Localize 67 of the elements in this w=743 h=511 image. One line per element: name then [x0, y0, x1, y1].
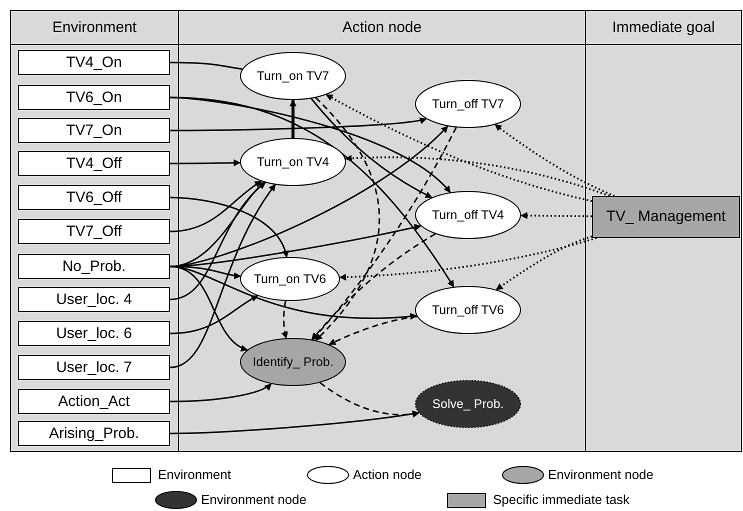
legend-label: Action node: [353, 467, 422, 482]
arrow: [344, 154, 610, 197]
goal-box: TV_ Management: [592, 196, 740, 238]
column-heading: Action node: [342, 19, 422, 37]
action-ellipse: [240, 138, 346, 186]
action-ellipse: [415, 80, 521, 128]
column-heading: Immediate goal: [612, 19, 715, 37]
environment-box: No_Prob.: [18, 254, 170, 279]
arrow: [311, 233, 436, 340]
arrow: [494, 124, 615, 197]
environment-box: User_loc. 7: [18, 355, 170, 380]
arrow: [170, 410, 420, 434]
arrow: [520, 212, 592, 220]
arrow: [315, 97, 380, 341]
arrow: [310, 98, 432, 198]
arrow: [290, 99, 296, 138]
action-ellipse: [415, 191, 521, 239]
environment-box: Action_Act: [18, 389, 170, 414]
environment-box: TV7_Off: [18, 219, 170, 244]
action-ellipse: [415, 380, 521, 428]
arrow: [170, 159, 241, 166]
arrow: [281, 300, 288, 339]
arrow: [312, 127, 457, 340]
legend-label: Environment: [158, 467, 231, 482]
connector-line: [170, 62, 242, 70]
column-panel: [10, 10, 179, 452]
arrow: [170, 295, 258, 334]
arrow: [320, 382, 420, 418]
column-panel: [585, 10, 742, 452]
arrow: [339, 237, 597, 281]
arrow: [170, 116, 427, 132]
arrow: [170, 180, 262, 232]
node-label: Turn_off TV6: [430, 303, 506, 317]
column-panel: [178, 10, 586, 452]
node-label: Turn_off TV4: [430, 208, 506, 222]
action-ellipse: [240, 257, 340, 301]
node-label: Turn_on TV7: [256, 69, 330, 83]
action-ellipse: [240, 338, 346, 386]
environment-box: Arising_Prob.: [18, 421, 170, 446]
node-label: Turn_off TV7: [430, 97, 506, 111]
node-label: Solve_ Prob.: [431, 397, 505, 411]
arrow: [170, 383, 272, 402]
arrow: [170, 196, 288, 258]
arrow: [328, 316, 418, 346]
arrow: [326, 94, 592, 202]
arrow: [170, 184, 276, 368]
environment-box: User_loc. 6: [18, 321, 170, 346]
environment-box: User_loc. 4: [18, 287, 170, 312]
arrow: [170, 126, 448, 268]
action-ellipse: [415, 286, 521, 334]
environment-box: TV6_Off: [18, 185, 170, 210]
arrow: [496, 236, 592, 290]
legend-label: Environment node: [201, 492, 307, 507]
environment-box: TV4_On: [18, 50, 170, 75]
node-label: Turn_on TV4: [256, 155, 330, 169]
arrow: [170, 182, 266, 300]
action-ellipse: [240, 52, 346, 100]
environment-box: TV7_On: [18, 118, 170, 143]
arrow: [170, 96, 451, 193]
column-heading: Environment: [52, 19, 137, 37]
environment-box: TV6_On: [18, 85, 170, 110]
legend-label: Environment node: [548, 467, 654, 482]
node-label: Turn_on TV6: [252, 272, 328, 286]
environment-box: TV4_Off: [18, 151, 170, 176]
node-label: Identify_ Prob.: [252, 355, 334, 369]
arrow: [170, 96, 454, 288]
legend-label: Specific immediate task: [493, 492, 630, 507]
